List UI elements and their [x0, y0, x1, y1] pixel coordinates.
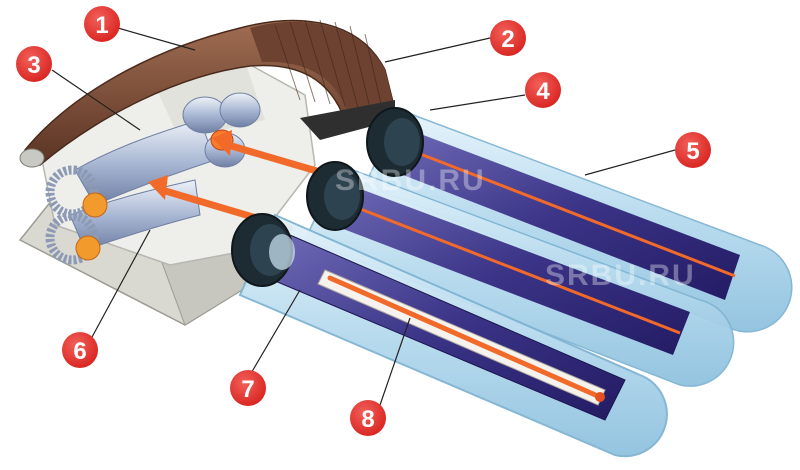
vacuum-tube-middle [303, 161, 735, 387]
callout-5: 5 [675, 132, 711, 168]
svg-text:4: 4 [536, 78, 550, 105]
callout-1: 1 [84, 6, 120, 42]
callout-8: 8 [350, 400, 386, 436]
callout-6: 6 [62, 332, 98, 368]
callout-7: 7 [230, 370, 266, 406]
callout-2: 2 [490, 20, 526, 56]
svg-text:6: 6 [73, 338, 86, 365]
leader-lines [51, 27, 676, 406]
callout-3: 3 [16, 46, 52, 82]
svg-text:8: 8 [361, 406, 374, 433]
svg-text:2: 2 [501, 26, 514, 53]
svg-text:3: 3 [27, 52, 40, 79]
manifold [45, 92, 261, 265]
watermark-top: SRBU.RU [335, 164, 486, 197]
watermark-right: SRBU.RU [545, 259, 696, 292]
svg-text:5: 5 [686, 138, 699, 165]
svg-text:7: 7 [241, 376, 254, 403]
vacuum-tube-back [363, 107, 793, 333]
svg-text:1: 1 [95, 12, 108, 39]
vacuum-tube-front [231, 213, 668, 458]
brown-cover [19, 19, 396, 168]
callout-4: 4 [525, 72, 561, 108]
